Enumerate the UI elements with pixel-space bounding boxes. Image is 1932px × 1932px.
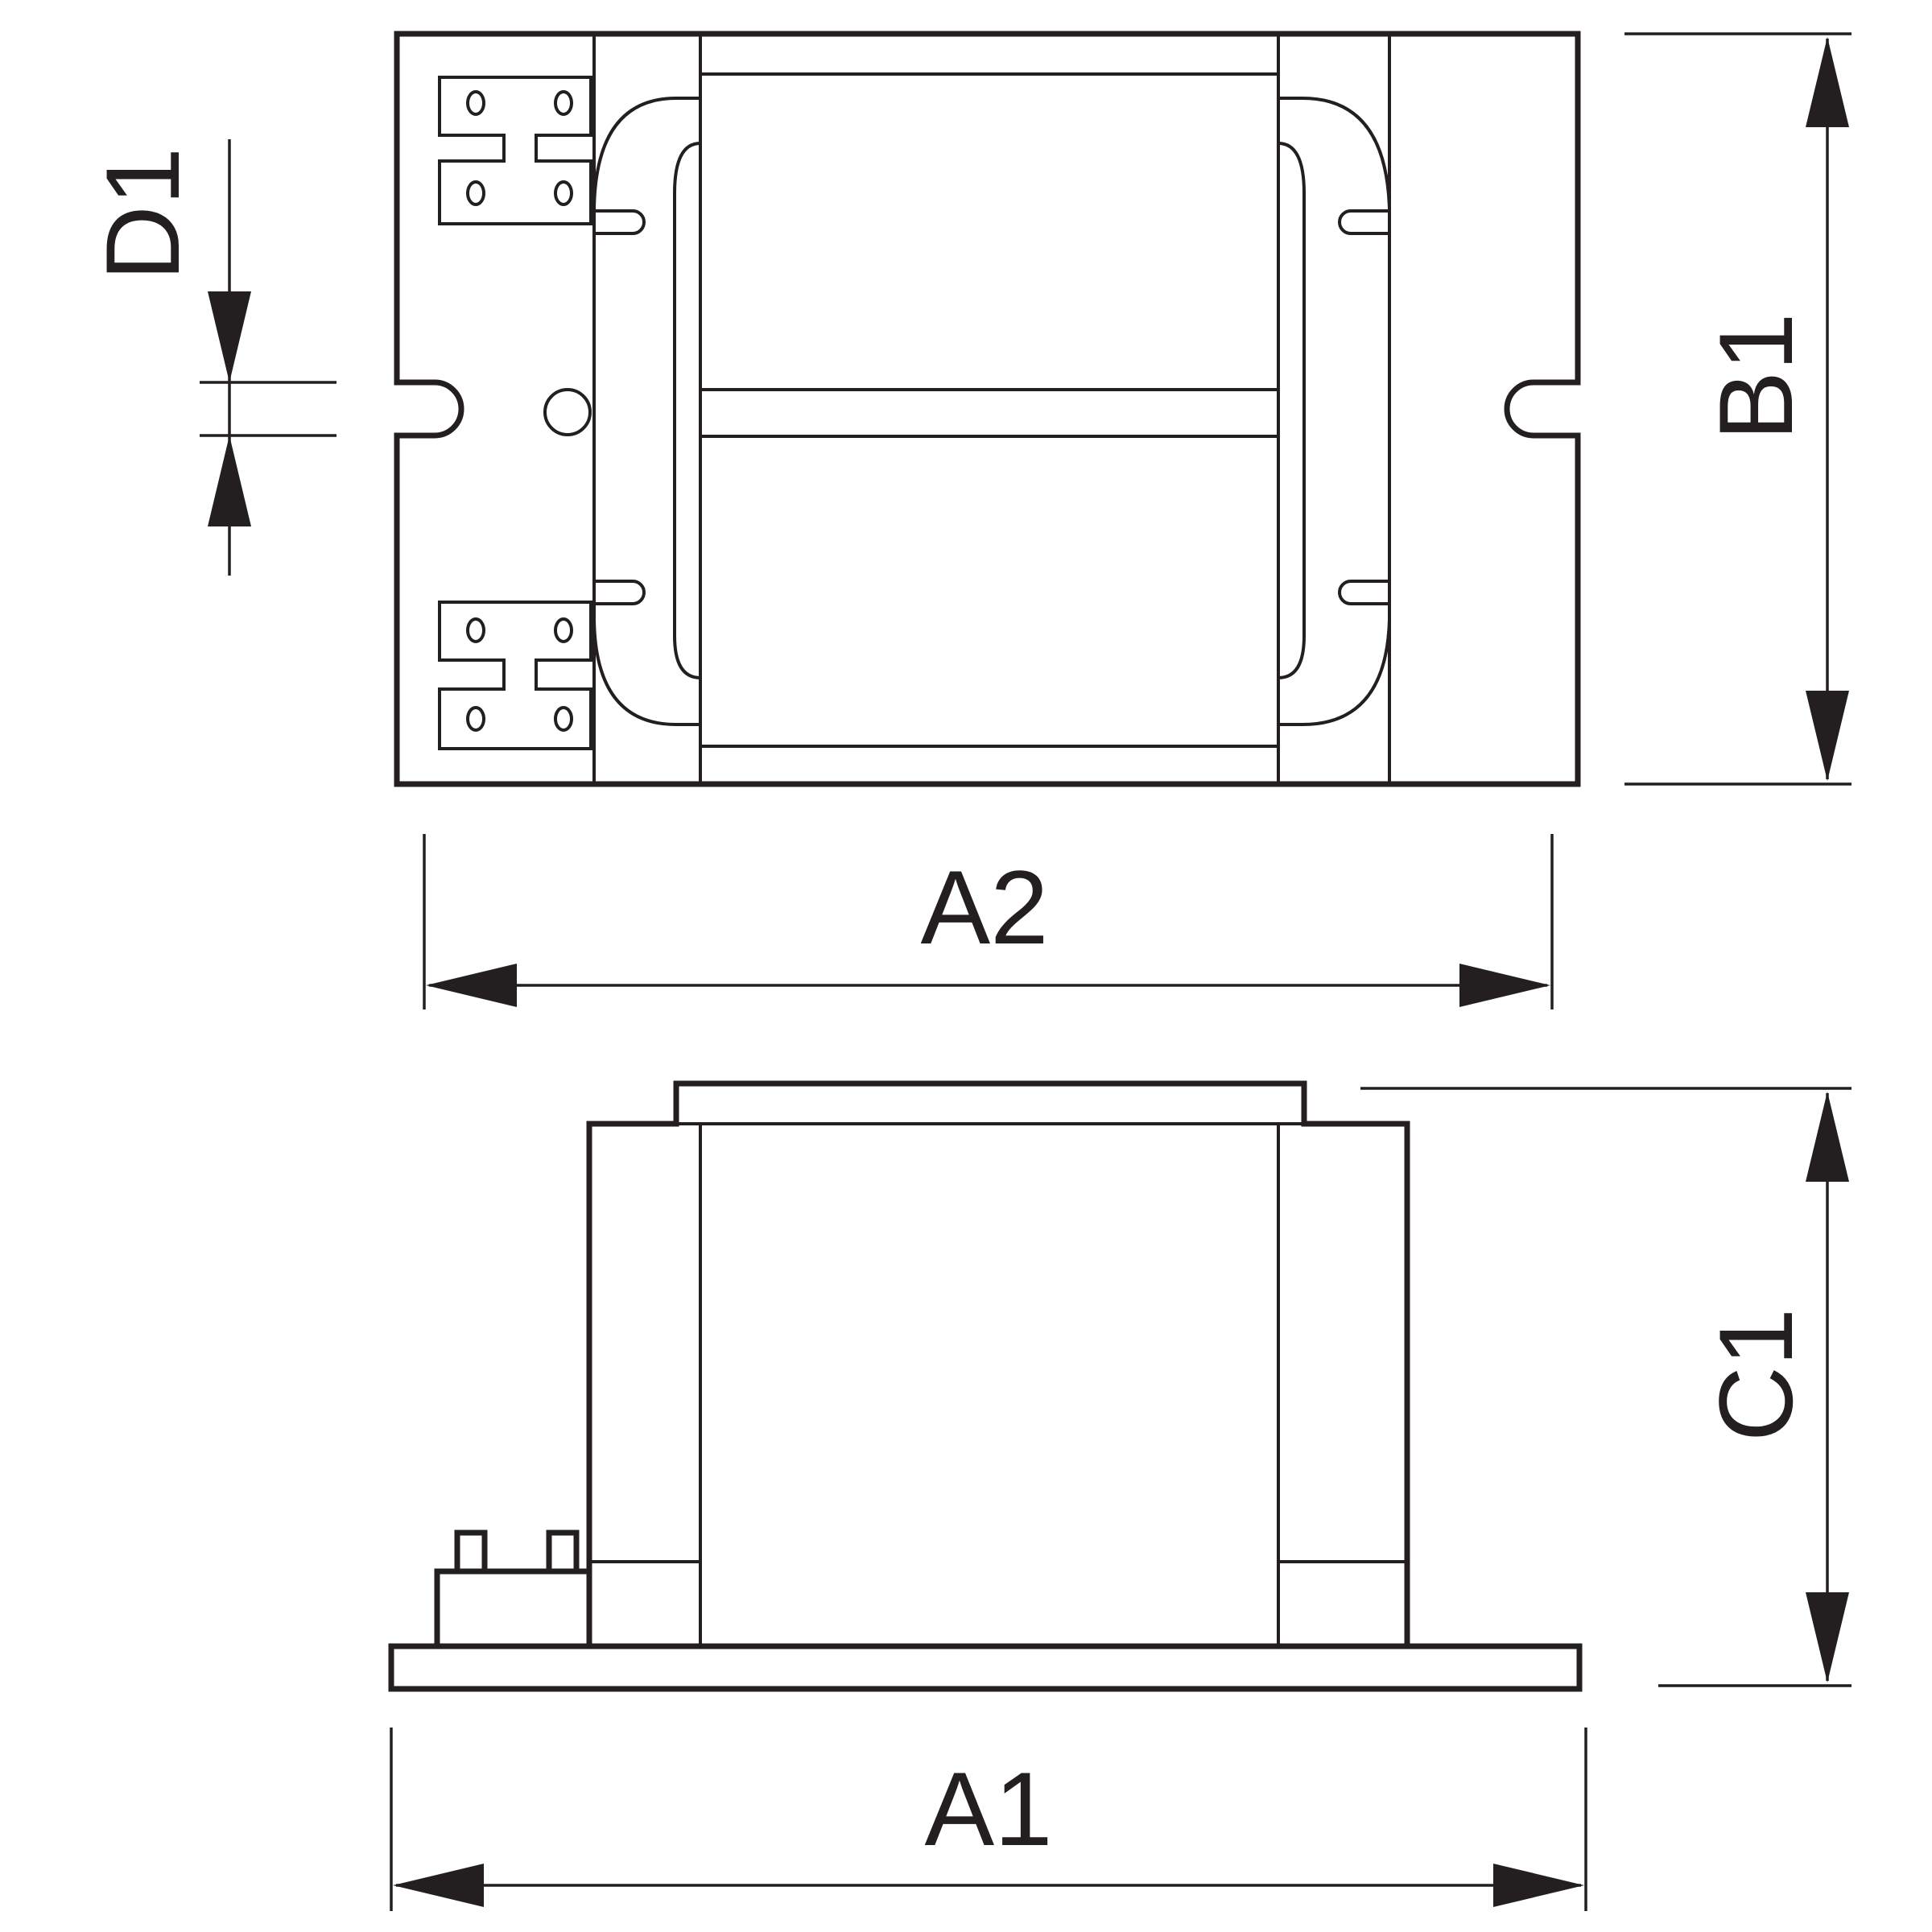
dimension-a1: A1 <box>390 1728 1587 1911</box>
top-view <box>394 31 1581 787</box>
coil-left-inner <box>673 142 701 679</box>
a1-arrow-right <box>1493 1864 1584 1907</box>
coil-left-outer <box>592 97 700 726</box>
c1-arrow-down <box>1806 1592 1849 1682</box>
core-center-bar <box>699 388 1280 438</box>
b1-arrow-up <box>1806 37 1849 127</box>
c1-arrow-up <box>1806 1092 1849 1182</box>
coil-right-outer <box>1278 97 1391 726</box>
a1-label: A1 <box>924 1750 1052 1868</box>
a2-arrow-left <box>426 964 517 1007</box>
a1-arrow-left <box>393 1864 484 1907</box>
b1-arrow-down <box>1806 691 1849 781</box>
side-view-body <box>586 1080 1410 1646</box>
terminal-block-bottom <box>438 601 592 750</box>
a2-label: A2 <box>920 848 1048 966</box>
dimension-b1: B1 <box>1624 32 1852 786</box>
dimension-d1: D1 <box>84 139 336 576</box>
dimension-c1: C1 <box>1360 1087 1852 1687</box>
mounting-hole <box>543 388 592 436</box>
d1-arrow-up <box>208 436 251 526</box>
terminal-block-side <box>434 1568 589 1646</box>
top-view-base-plate <box>394 31 1581 787</box>
dimension-a2: A2 <box>423 834 1554 1009</box>
a2-arrow-right <box>1459 964 1550 1007</box>
d1-label: D1 <box>84 147 201 281</box>
side-view <box>388 1080 1583 1692</box>
terminal-block-top <box>438 76 592 225</box>
c1-label: C1 <box>1697 1308 1814 1442</box>
coil-right-inner <box>1278 142 1306 679</box>
b1-label: B1 <box>1697 312 1814 440</box>
d1-arrow-down <box>208 291 251 382</box>
side-view-base-plate <box>388 1643 1583 1692</box>
